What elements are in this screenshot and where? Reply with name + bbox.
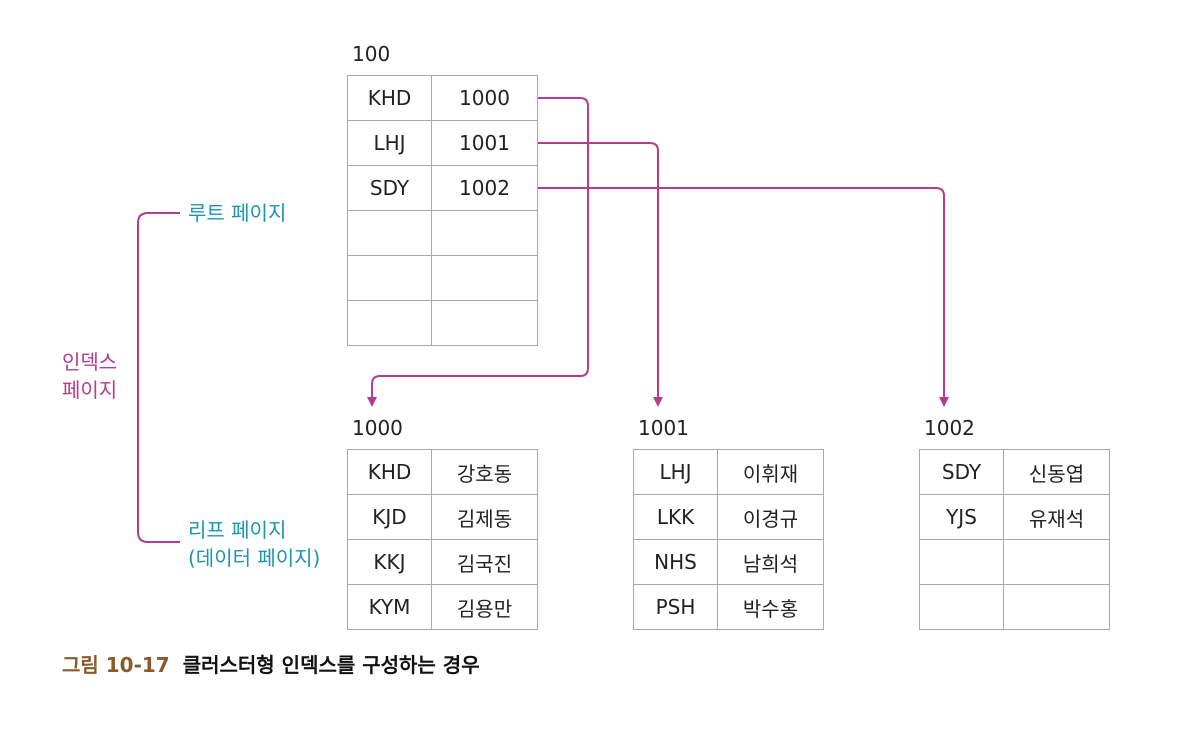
arrow-to-page-1002	[538, 187, 949, 407]
figure-number: 그림 10-17	[62, 653, 170, 677]
table-row: LHJ 1001	[347, 120, 538, 166]
name-cell: 김국진	[431, 539, 538, 585]
table-row	[919, 539, 1110, 585]
key-cell: KHD	[347, 449, 432, 495]
name-cell	[1003, 539, 1110, 585]
root-page-label: 루트 페이지	[188, 201, 287, 225]
leaf-page-table-1001: LHJ 이휘재 LKK 이경규 NHS 남희석 PSH 박수홍	[633, 449, 824, 630]
leaf-page-number-1001: 1001	[638, 416, 689, 440]
figure-caption: 그림 10-17 클러스터형 인덱스를 구성하는 경우	[62, 649, 480, 678]
name-cell	[1003, 584, 1110, 630]
arrow-to-page-1001	[538, 142, 663, 407]
table-row	[919, 584, 1110, 630]
table-row: KKJ 김국진	[347, 539, 538, 585]
key-cell	[347, 300, 432, 346]
table-row	[347, 255, 538, 301]
index-page-label-line1: 인덱스	[62, 350, 118, 374]
root-page-number: 100	[352, 42, 391, 66]
name-cell: 박수홍	[717, 584, 824, 630]
key-cell: LHJ	[347, 120, 432, 166]
table-row: KJD 김제동	[347, 494, 538, 540]
leaf-page-number-1002: 1002	[924, 416, 975, 440]
table-row: SDY 신동엽	[919, 449, 1110, 495]
table-row: PSH 박수홍	[633, 584, 824, 630]
name-cell: 김제동	[431, 494, 538, 540]
pointer-cell	[431, 300, 538, 346]
figure-title: 클러스터형 인덱스를 구성하는 경우	[182, 653, 480, 677]
name-cell: 이휘재	[717, 449, 824, 495]
leaf-page-label: 리프 페이지 (데이터 페이지)	[188, 516, 320, 572]
leaf-page-table-1002: SDY 신동엽 YJS 유재석	[919, 449, 1110, 630]
name-cell: 남희석	[717, 539, 824, 585]
key-cell: KKJ	[347, 539, 432, 585]
key-cell: YJS	[919, 494, 1004, 540]
pointer-cell: 1002	[431, 165, 538, 211]
table-row: LKK 이경규	[633, 494, 824, 540]
table-row: LHJ 이휘재	[633, 449, 824, 495]
leaf-page-label-line2: (데이터 페이지)	[188, 546, 321, 570]
name-cell: 김용만	[431, 584, 538, 630]
key-cell	[919, 539, 1004, 585]
index-bracket	[137, 212, 180, 543]
name-cell: 이경규	[717, 494, 824, 540]
key-cell: NHS	[633, 539, 718, 585]
key-cell: SDY	[347, 165, 432, 211]
key-cell: LHJ	[633, 449, 718, 495]
index-page-label-line2: 페이지	[62, 378, 118, 402]
key-cell	[919, 584, 1004, 630]
table-row	[347, 210, 538, 256]
leaf-page-label-line1: 리프 페이지	[188, 518, 287, 542]
table-row	[347, 300, 538, 346]
table-row: KYM 김용만	[347, 584, 538, 630]
pointer-cell: 1000	[431, 75, 538, 121]
table-row: KHD 강호동	[347, 449, 538, 495]
pointer-cell: 1001	[431, 120, 538, 166]
key-cell: KHD	[347, 75, 432, 121]
key-cell: KYM	[347, 584, 432, 630]
index-page-label: 인덱스 페이지	[62, 348, 117, 404]
key-cell: LKK	[633, 494, 718, 540]
key-cell: KJD	[347, 494, 432, 540]
table-row: YJS 유재석	[919, 494, 1110, 540]
table-row: SDY 1002	[347, 165, 538, 211]
name-cell: 신동엽	[1003, 449, 1110, 495]
key-cell: PSH	[633, 584, 718, 630]
table-row: KHD 1000	[347, 75, 538, 121]
root-page-table: KHD 1000 LHJ 1001 SDY 1002	[347, 75, 538, 346]
pointer-cell	[431, 210, 538, 256]
pointer-cell	[431, 255, 538, 301]
name-cell: 강호동	[431, 449, 538, 495]
table-row: NHS 남희석	[633, 539, 824, 585]
leaf-page-table-1000: KHD 강호동 KJD 김제동 KKJ 김국진 KYM 김용만	[347, 449, 538, 630]
key-cell	[347, 255, 432, 301]
arrow-to-page-1000	[367, 97, 589, 407]
key-cell: SDY	[919, 449, 1004, 495]
name-cell: 유재석	[1003, 494, 1110, 540]
key-cell	[347, 210, 432, 256]
leaf-page-number-1000: 1000	[352, 416, 403, 440]
